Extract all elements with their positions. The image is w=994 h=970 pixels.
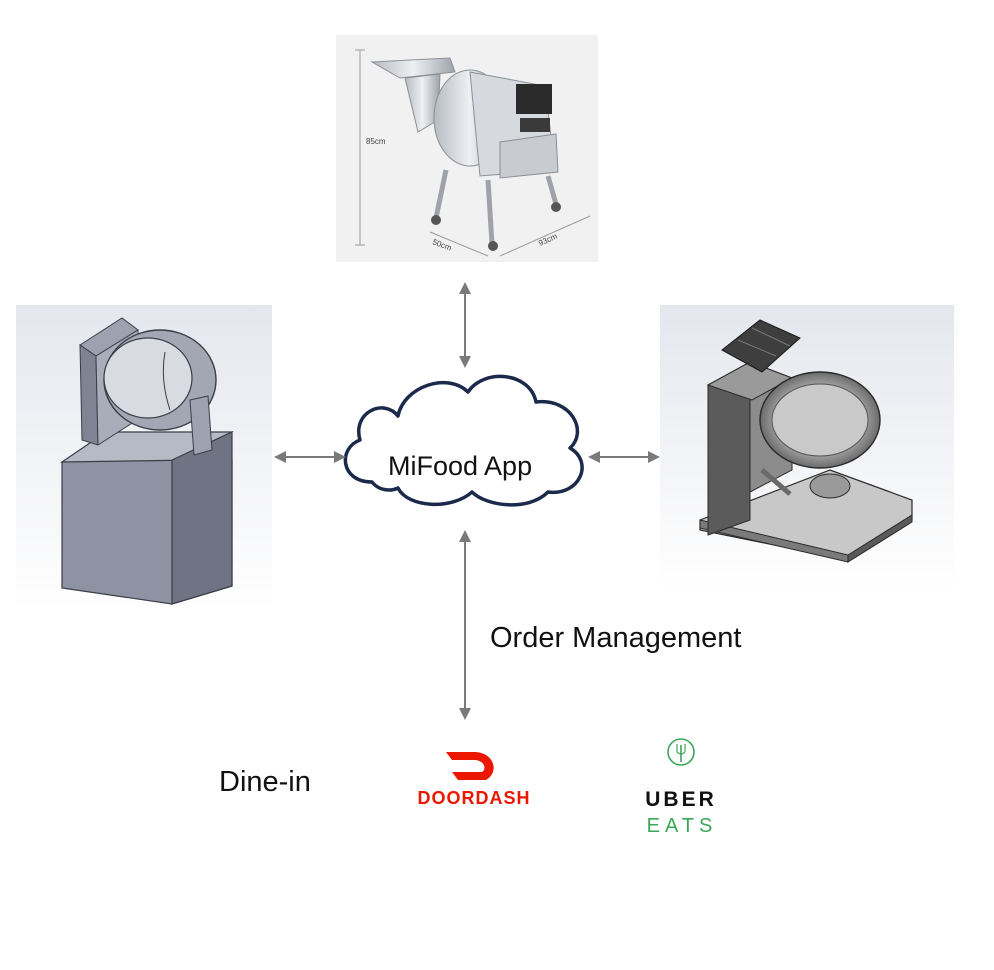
ubereats-wordmark-eats: EATS <box>647 815 718 837</box>
dim-height-label: 85cm <box>366 137 386 146</box>
drum-cooker-image <box>16 305 272 610</box>
dine-in-label: Dine-in <box>219 766 311 798</box>
cloud-shape <box>343 374 584 507</box>
order-management-label: Order Management <box>490 622 742 654</box>
vegetable-cutter-image <box>336 35 598 262</box>
doordash-logo <box>446 752 494 780</box>
ubereats-wordmark-uber: UBER <box>645 788 717 811</box>
ubereats-fork-icon <box>667 738 695 766</box>
cloud-label: MiFood App <box>388 451 533 481</box>
doordash-wordmark: DOORDASH <box>417 788 530 808</box>
wok-station-image <box>660 305 954 591</box>
